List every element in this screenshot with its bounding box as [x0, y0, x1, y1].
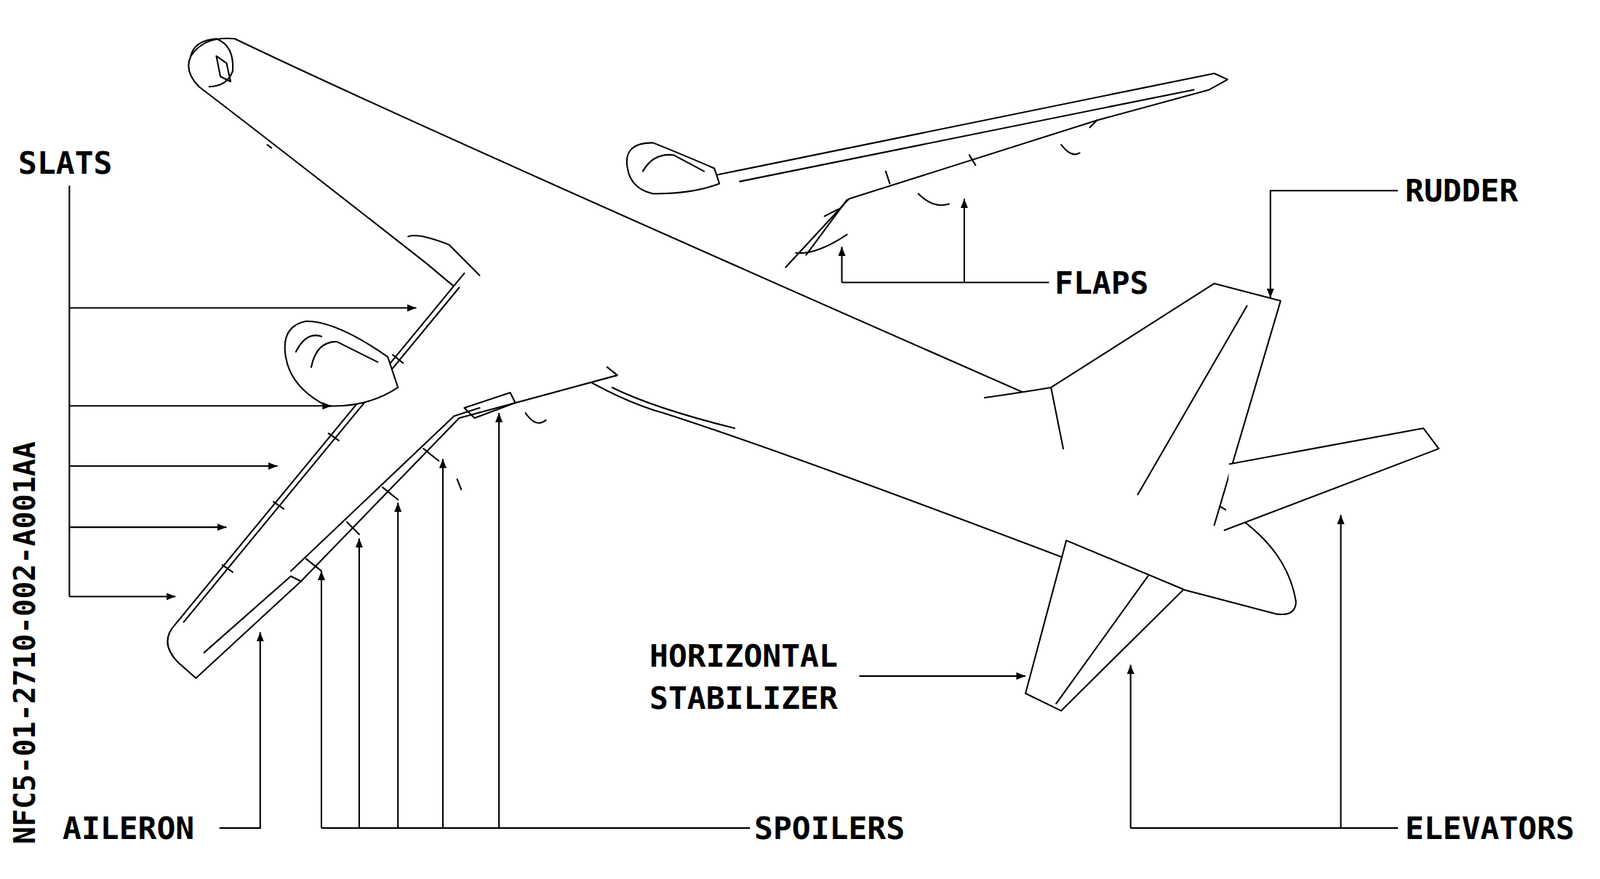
drawing-number: NFC5-01-2710-002-A001AA	[6, 441, 43, 845]
part-name: AILERON	[62, 810, 195, 847]
part-name: HORIZONTAL STABILIZER	[649, 634, 868, 720]
part-name: SPOILERS	[754, 810, 905, 847]
part-name: SLATS	[18, 144, 112, 182]
part-name: RUDDER	[1405, 172, 1518, 209]
part-name: FLAPS	[1054, 264, 1149, 302]
part-name: ELEVATORS	[1405, 810, 1575, 847]
